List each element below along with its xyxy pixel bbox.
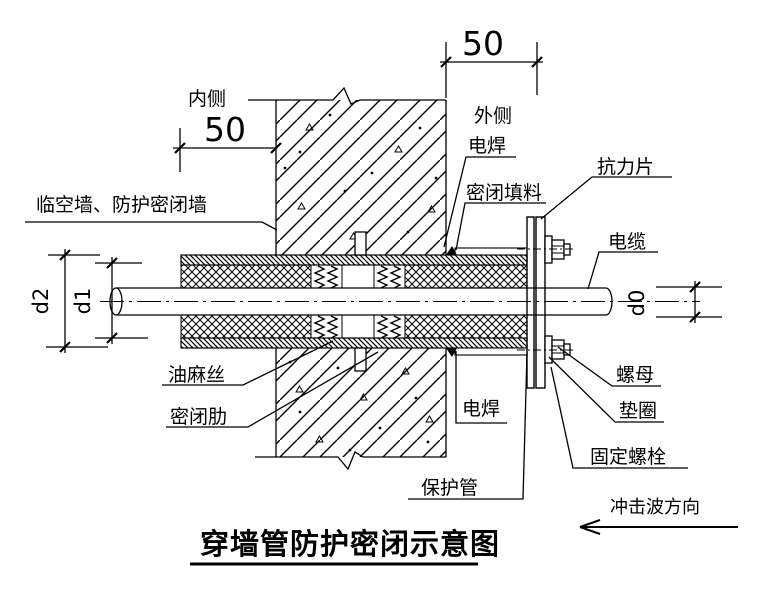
label-nut: 螺母 — [616, 364, 654, 386]
wall-bottom-edge-break — [255, 451, 446, 471]
leader-weld-bottom — [455, 351, 507, 424]
resistance-plate-outer — [535, 216, 546, 389]
dimension-d1: d1 — [71, 257, 148, 344]
fixing-bolt-bottom — [517, 335, 574, 364]
weld-fillet-bottom — [446, 348, 457, 357]
dim-d2-text: d2 — [29, 288, 53, 315]
shock-wave-arrow — [579, 519, 738, 535]
title-text: 穿墙管防护密闭示意图 — [200, 527, 500, 561]
label-oakum: 油麻丝 — [168, 364, 225, 386]
label-outer-side: 外侧 — [474, 105, 512, 127]
label-shock-wave: 冲击波方向 — [610, 497, 700, 518]
wall-top-edge-break — [248, 86, 446, 105]
dim-50-outer-text: 50 — [462, 24, 504, 63]
dim-d0-text: d0 — [625, 290, 649, 317]
label-fixing-bolt: 固定螺栓 — [590, 446, 666, 468]
oakum-filler-bottom-right — [404, 314, 528, 339]
leader-seal-rib — [166, 351, 379, 428]
wall-upper-hatch — [276, 100, 446, 255]
resistance-plate-inner — [526, 216, 535, 389]
label-seal-filler: 密闭填料 — [466, 182, 542, 204]
dimension-50-outer: 50 — [440, 24, 543, 98]
label-washer: 垫圈 — [619, 400, 657, 422]
leader-resistance-plate — [540, 176, 672, 220]
oakum-filler-top-left — [180, 264, 312, 289]
leader-fixing-bolt — [550, 366, 688, 469]
leader-wall — [25, 221, 278, 231]
label-weld-bottom: 电焊 — [462, 398, 500, 420]
sealing-rib-corrugations — [314, 265, 401, 339]
leader-nut — [557, 346, 661, 387]
weld-fillet-top — [446, 246, 457, 255]
dim-d1-text: d1 — [71, 288, 95, 315]
sealing-filler-layer-top — [454, 247, 528, 256]
leader-cable — [587, 251, 658, 290]
label-seal-rib: 密闭肋 — [170, 406, 227, 428]
sealing-rib-stub-top — [354, 231, 367, 256]
wall — [248, 86, 447, 471]
fixing-bolt-top — [517, 235, 574, 264]
callouts: 内侧 外侧 临空墙、防护密闭墙 电焊 密闭填料 抗力片 电缆 油麻丝 密闭肋 电… — [25, 88, 738, 535]
label-resistance-plate: 抗力片 — [597, 156, 654, 178]
dimension-50-inner: 50 — [173, 110, 282, 172]
oakum-filler-bottom-left — [180, 314, 312, 339]
drawing-title: 穿墙管防护密闭示意图 — [190, 527, 500, 566]
resistance-plate — [526, 216, 546, 389]
label-protection-pipe: 保护管 — [421, 477, 478, 499]
dimension-d0: d0 — [625, 281, 722, 323]
leader-oakum — [162, 340, 334, 386]
leader-weld-top — [443, 156, 516, 248]
leader-seal-filler — [455, 202, 546, 251]
dim-50-inner-text: 50 — [204, 110, 246, 149]
protection-pipe-assembly — [180, 231, 528, 372]
protection-pipe-top-wall — [180, 254, 528, 266]
label-cable: 电缆 — [608, 231, 646, 253]
leader-protection-pipe — [408, 352, 528, 500]
label-inner-side: 内侧 — [188, 88, 226, 110]
label-weld-top: 电焊 — [468, 135, 506, 157]
protection-pipe-bottom-wall — [180, 337, 528, 349]
dimension-d2: d2 — [29, 249, 108, 353]
oakum-filler-top-right — [404, 264, 528, 289]
sealing-filler-layer-bottom — [454, 347, 528, 356]
label-wall: 临空墙、防护密闭墙 — [36, 194, 207, 216]
leader-washer — [548, 356, 664, 423]
